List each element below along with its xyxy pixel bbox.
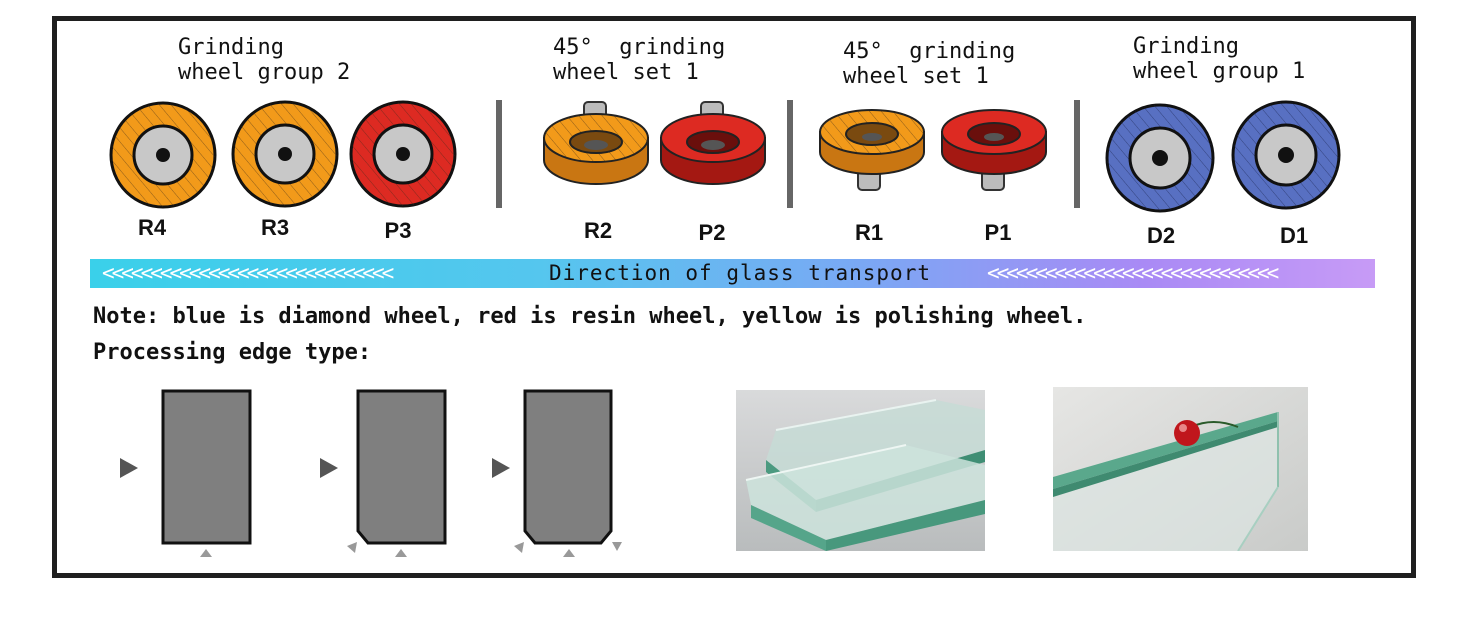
color-legend-note: Note: blue is diamond wheel, red is resi… <box>93 304 1087 329</box>
wheel-label: R3 <box>260 215 290 240</box>
chevron-left-icon: <<<<<<<<<<<<<<<<<<<<<<<<<<<<<< <box>102 261 394 285</box>
wheel-label: D2 <box>1146 223 1176 248</box>
grinding-point-icon <box>200 549 212 557</box>
wheel-label: P1 <box>984 220 1012 245</box>
grinding-point-icon <box>395 549 407 557</box>
grinding-point-icon <box>514 542 524 553</box>
diagram-frame <box>52 16 1416 578</box>
edge-profile-double-chamfer <box>492 389 622 557</box>
wheel-d1 <box>1231 100 1341 210</box>
wheel-p1 <box>941 109 1047 191</box>
wheel-r2 <box>543 101 649 185</box>
chevron-left-icon: <<<<<<<<<<<<<<<<<<<<<<<<<<<<<< <box>987 261 1279 285</box>
wheel-label: R4 <box>137 215 167 240</box>
transport-direction-label: Direction of glass transport <box>548 261 931 285</box>
group-title-45-set-left: 45° grinding wheel set 1 <box>553 35 726 85</box>
group-title-wheel-group-1: Grinding wheel group 1 <box>1133 34 1306 84</box>
wheel-r1 <box>819 109 925 191</box>
group-divider <box>787 100 793 208</box>
feed-arrow-icon <box>120 458 138 478</box>
wheel-r3 <box>231 100 339 208</box>
edge-profile-single-chamfer <box>320 389 447 557</box>
glass-edge-cherry-photo <box>1053 387 1308 551</box>
group-title-wheel-group-2: Grinding wheel group 2 <box>178 35 351 85</box>
wheel-label: P2 <box>698 220 726 245</box>
grinding-point-icon <box>563 549 575 557</box>
feed-arrow-icon <box>492 458 510 478</box>
wheel-d2 <box>1105 103 1215 213</box>
group-divider <box>1074 100 1080 208</box>
group-divider <box>496 100 502 208</box>
wheel-p3 <box>349 100 457 208</box>
wheel-p2 <box>660 101 766 185</box>
wheel-r4 <box>109 101 217 209</box>
glass-transport-band: <<<<<<<<<<<<<<<<<<<<<<<<<<<<<< Direction… <box>90 259 1375 288</box>
group-title-45-set-right: 45° grinding wheel set 1 <box>843 39 1016 89</box>
wheel-label: R1 <box>854 220 884 245</box>
edge-profile-straight <box>120 389 252 557</box>
glass-slabs-photo <box>736 390 985 551</box>
feed-arrow-icon <box>320 458 338 478</box>
wheel-label: R2 <box>583 218 613 243</box>
wheel-label: P3 <box>384 218 412 243</box>
grinding-point-icon <box>347 542 357 553</box>
edge-type-heading: Processing edge type: <box>93 340 372 365</box>
wheel-label: D1 <box>1279 223 1309 248</box>
grinding-point-icon <box>612 542 622 551</box>
